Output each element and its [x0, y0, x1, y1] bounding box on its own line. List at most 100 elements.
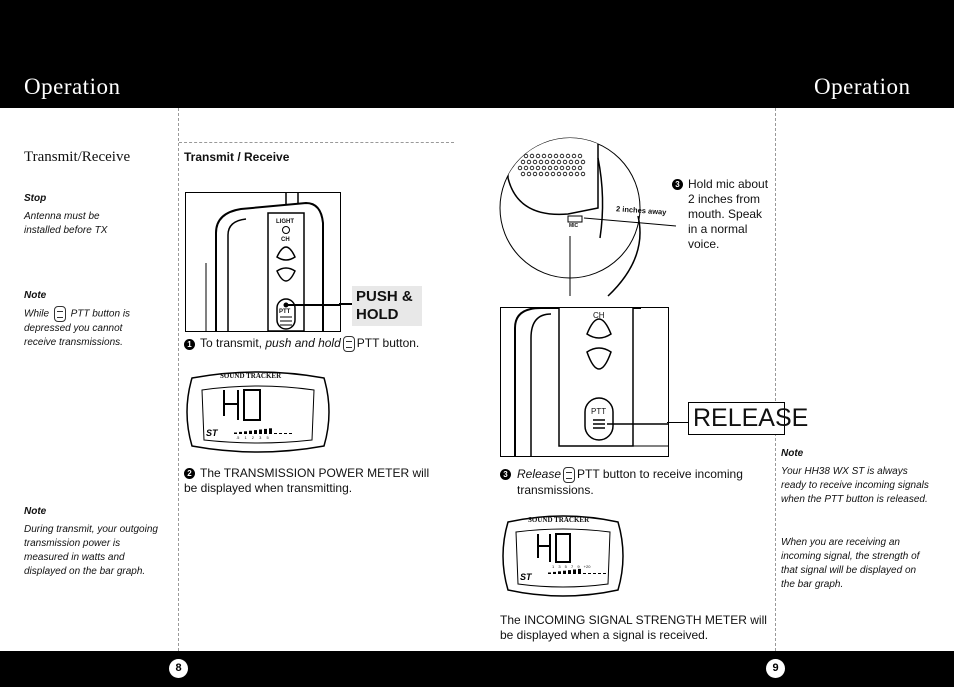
svg-text:ST: ST	[206, 428, 219, 438]
speaker-hole	[580, 159, 586, 165]
meter-bar	[259, 429, 262, 434]
step3a-body: Hold mic about 2 inches from mouth. Spea…	[688, 177, 769, 251]
speaker-hole	[538, 159, 544, 165]
speaker-hole	[565, 165, 571, 171]
right-note-heading: Note	[781, 448, 804, 459]
release-leader	[667, 422, 689, 423]
meter-bar	[578, 568, 581, 574]
step3a-text: 3 Hold mic about 2 inches from mouth. Sp…	[672, 177, 774, 252]
meter-bar	[239, 431, 242, 434]
speaker-hole	[532, 171, 538, 177]
speaker-hole	[577, 153, 583, 159]
meter-bar	[249, 430, 252, 434]
push-hold-callout: PUSH & HOLD	[352, 286, 422, 326]
callout-leader	[339, 303, 354, 305]
step3b-post: PTT button to receive incoming transmiss…	[517, 467, 743, 497]
meter-bar	[588, 573, 591, 574]
step2-number: 2	[184, 468, 195, 480]
speaker-hole	[553, 153, 559, 159]
ptt-button-icon	[342, 336, 355, 352]
speaker-hole	[535, 153, 541, 159]
speaker-hole	[529, 165, 535, 171]
meter-bar	[558, 571, 561, 574]
signal-caption: The INCOMING SIGNAL STRENGTH METER will …	[500, 613, 767, 642]
radio-drawing-release	[514, 308, 668, 456]
meter-bar	[583, 573, 586, 574]
left-header-title: Operation	[24, 74, 121, 99]
speaker-hole	[550, 159, 556, 165]
meter-bar	[553, 571, 556, 574]
meter-bar	[244, 431, 247, 434]
section-rule	[179, 142, 454, 143]
right-note-p1: Your HH38 WX ST is always ready to recei…	[781, 466, 929, 505]
meter-bar	[284, 433, 287, 434]
header-bar	[0, 0, 954, 108]
release-callout: RELEASE	[688, 402, 808, 435]
step3b-ital: Release	[517, 467, 562, 482]
speaker-hole	[577, 165, 583, 171]
speaker-hole	[526, 171, 532, 177]
lcd-drawing: ST	[186, 371, 330, 453]
speaker-hole	[562, 171, 568, 177]
speaker-hole	[580, 171, 586, 177]
step1-ital: push and hold	[265, 336, 341, 351]
step1-post: PTT button.	[356, 336, 420, 351]
meter-bar	[563, 570, 566, 574]
speaker-hole	[571, 165, 577, 171]
note2-text: During transmit, your outgoing transmiss…	[24, 524, 158, 577]
speaker-hole	[544, 159, 550, 165]
step1-pre: To transmit,	[200, 336, 263, 351]
mic-label: MIC	[569, 223, 579, 229]
speaker-hole	[523, 153, 529, 159]
speaker-hole	[556, 159, 562, 165]
speaker-hole	[559, 153, 565, 159]
meter-bar	[603, 573, 606, 574]
right-page-number: 9	[766, 659, 785, 678]
meter-bar	[279, 433, 282, 434]
ptt-label: PTT	[279, 309, 291, 315]
callout-line2: HOLD	[356, 306, 399, 323]
speaker-hole	[571, 153, 577, 159]
step2-body: The TRANSMISSION POWER METER will be dis…	[184, 466, 430, 495]
ptt-button-icon	[563, 467, 576, 483]
step1-number: 1	[184, 338, 195, 350]
stop-heading: Stop	[24, 193, 47, 204]
right-note-p2: When you are receiving an incoming signa…	[781, 537, 920, 590]
svg-text:ST: ST	[520, 572, 533, 582]
speaker-hole	[547, 153, 553, 159]
lcd-scale: .5 1 2 3 5	[236, 435, 269, 440]
mic-illustration: MIC 2 inches away	[498, 118, 688, 300]
step3b-number: 3	[500, 469, 511, 480]
lcd-drawing-2: ST	[502, 515, 624, 597]
radio-illustration-release: CH PTT	[500, 307, 669, 457]
power-meter-bars	[234, 428, 292, 434]
note2-heading: Note	[24, 506, 47, 517]
lcd-receive: ST SOUND TRACKER 1 3 5 7 9 +20	[500, 512, 626, 600]
speaker-hole	[523, 165, 529, 171]
speaker-hole	[541, 153, 547, 159]
speaker-hole	[547, 165, 553, 171]
speaker-hole	[529, 153, 535, 159]
speaker-hole	[568, 159, 574, 165]
speaker-hole	[520, 159, 526, 165]
callout-line1: PUSH &	[356, 288, 413, 305]
ptt-label-2: PTT	[591, 407, 607, 416]
meter-bar	[573, 569, 576, 574]
left-column-divider	[178, 108, 179, 651]
meter-bar	[234, 432, 237, 434]
meter-bar	[568, 570, 571, 574]
speaker-hole	[541, 165, 547, 171]
lcd-brand-2: SOUND TRACKER	[528, 516, 590, 524]
speaker-hole	[562, 159, 568, 165]
stop-text: Antenna must be installed before TX	[24, 211, 108, 236]
sidebar-title: Transmit/Receive	[24, 149, 131, 165]
meter-bar	[548, 572, 551, 574]
meter-bar	[269, 428, 272, 434]
speaker-hole	[574, 159, 580, 165]
note1-text: While PTT button is depressed you cannot…	[24, 306, 144, 350]
meter-bar	[254, 430, 257, 434]
lcd-scale-2: 1 3 5 7 9 +20	[552, 564, 591, 569]
speaker-hole	[568, 171, 574, 177]
